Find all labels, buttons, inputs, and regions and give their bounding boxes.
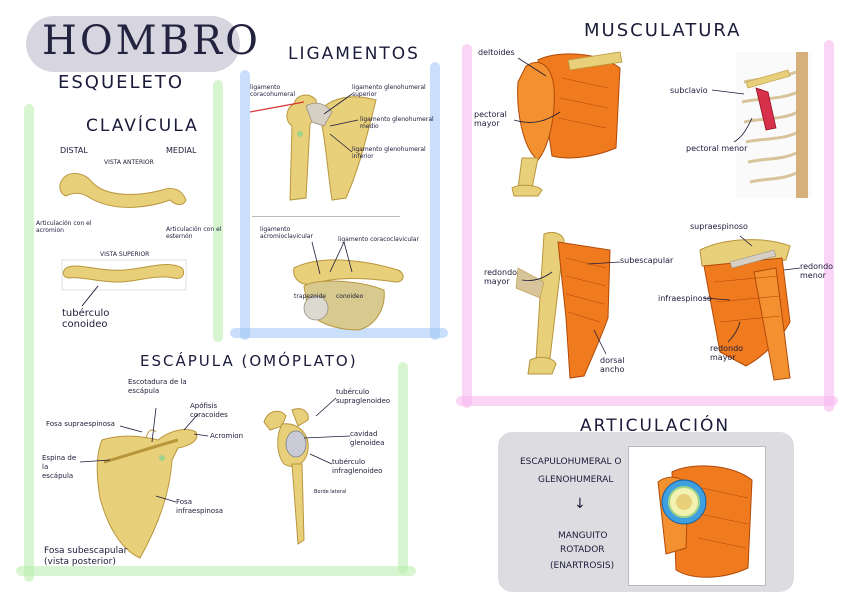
heading-escapula: ESCÁPULA (OMÓPLATO) (140, 352, 358, 370)
scapula-lateral-illustration (263, 408, 309, 545)
label-vista-superior: VISTA SUPERIOR (100, 251, 150, 258)
label-trapezoide: trapezoide (294, 293, 326, 300)
art-line2: GLENOHUMERAL (538, 475, 614, 485)
title-pill (26, 16, 240, 72)
label-gh-medio: ligamento glenohumeral medio (360, 116, 434, 130)
label-tub-infra: tubérculo infraglenoideo (332, 458, 383, 475)
label-subescapular: subescapular (620, 256, 674, 265)
label-conoideo: conoideo (336, 293, 364, 300)
label-infraespinoso: infraespinoso (658, 294, 712, 303)
underline-coracohumeral (249, 101, 305, 113)
art-arrow: ↓ (574, 496, 586, 512)
arrows-escapula (79, 407, 209, 503)
label-pectoral-mayor: pectoral mayor (474, 110, 507, 128)
heading-esqueleto: ESQUELETO (58, 72, 185, 93)
pink-band-right (824, 40, 834, 412)
label-lig-coracoclavicular: ligamento coracoclavicular (338, 236, 419, 243)
label-fosa-infra: Fosa infraespinosa (176, 498, 224, 515)
label-art-acromion: Articulación con el acromion (36, 220, 92, 234)
subclavius-pectoral-minor-illustration (736, 52, 812, 198)
label-espina: Espina de la escápula (42, 454, 77, 480)
heading-articulacion: ARTICULACIÓN (580, 416, 731, 436)
label-distal: DISTAL (60, 146, 88, 155)
art-line4: ROTADOR (560, 545, 605, 555)
blue-band-bottom (230, 328, 448, 338)
label-borde-lateral: Borde lateral (314, 489, 347, 495)
green-band-left (24, 104, 34, 582)
clavicle-anterior-illustration (59, 173, 187, 208)
green-band-bottom (16, 566, 416, 576)
ligament-divider (252, 216, 400, 217)
deltoid-pectoral-illustration (511, 51, 623, 197)
label-deltoides: deltoides (478, 48, 515, 57)
label-lig-acromioclavicular: ligamento acromioclavicular (260, 226, 313, 240)
scapula-posterior-illustration (96, 429, 198, 559)
subscapularis-illustration (515, 231, 611, 379)
label-tub-supra: tubérculo supraglenoideo (336, 388, 391, 405)
label-tuberculo-conoideo: tubérculo conoideo (62, 308, 110, 330)
green-band-mid (213, 80, 223, 342)
blue-band-left (240, 70, 250, 340)
label-redondo-menor: redondo menor (800, 262, 834, 280)
label-fosa-sub: Fosa subescapular (vista posterior) (44, 546, 128, 567)
label-art-esternon: Articulación con el esternón (166, 226, 222, 240)
glenohumeral-joint-illustration (657, 465, 753, 578)
label-escotadura: Escotadura de la escápula (128, 378, 187, 395)
art-line1: ESCAPULOHUMERAL O (520, 457, 622, 467)
clavicle-superior-illustration (61, 259, 187, 291)
art-line5: (ENARTROSIS) (550, 561, 615, 571)
label-supraespinoso: supraespinoso (690, 222, 748, 231)
label-subclavio: subclavio (670, 86, 708, 95)
label-acromion: Acromion (210, 432, 244, 440)
heading-musculatura: MUSCULATURA (584, 20, 742, 41)
label-fosa-supra: Fosa supraespinosa (46, 420, 115, 428)
label-medial: MEDIAL (166, 146, 197, 155)
arrows-subescapular (521, 261, 621, 355)
label-lig-coracohumeral: ligamento coracohumeral (250, 84, 296, 98)
art-line3: MANGUITO (558, 531, 608, 541)
label-pectoral-menor: pectoral menor (686, 144, 748, 153)
ligament-arrows-bottom (311, 241, 353, 275)
rotator-cuff-posterior-illustration (699, 239, 791, 381)
green-band-escapula (398, 362, 408, 574)
pink-band-bottom (456, 396, 838, 406)
ligament-arrows-top (323, 93, 359, 153)
label-apofisis: Apófisis coracoides (190, 402, 228, 419)
shoulder-ligaments-superior-illustration (293, 259, 404, 331)
heading-clavicula: CLAVÍCULA (86, 116, 199, 136)
label-cavidad: cavidad glenoidea (350, 430, 385, 447)
pink-band-left (462, 44, 472, 408)
arrow-tuberculo (81, 285, 99, 307)
shoulder-ligaments-anterior-illustration (286, 94, 377, 201)
label-vista-anterior: VISTA ANTERIOR (104, 159, 154, 166)
label-redondo-mayor-b: redondo mayor (710, 344, 744, 362)
arrows-manguito (703, 235, 801, 343)
arrows-escapula-lateral (303, 397, 351, 465)
label-dorsal-ancho: dorsal ancho (600, 356, 625, 374)
label-gh-inferior: ligamento glenohumeral inferior (352, 146, 426, 160)
label-gh-superior: ligamento glenohumeral superior (352, 84, 426, 98)
blue-band-right (430, 62, 440, 340)
heading-ligamentos: LIGAMENTOS (288, 44, 420, 64)
arrows-subclavio (711, 89, 753, 143)
page-title: HOMBRO (42, 18, 261, 64)
arrows-deltoid (513, 57, 561, 123)
label-redondo-mayor-a: redondo mayor (484, 268, 518, 286)
